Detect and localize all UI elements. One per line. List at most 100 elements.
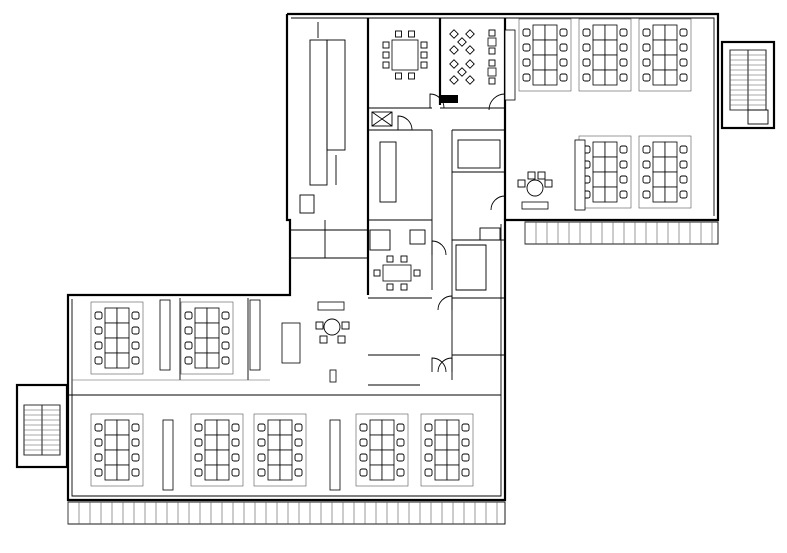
chair	[294, 438, 303, 447]
chair	[642, 73, 651, 82]
cafe-table	[457, 37, 467, 47]
desk	[104, 434, 118, 451]
desk	[369, 434, 383, 451]
desk	[664, 186, 678, 203]
desk	[194, 337, 208, 354]
chair	[131, 468, 140, 477]
doors	[397, 93, 506, 373]
desk	[652, 54, 666, 71]
desk	[532, 69, 546, 86]
lounge-lower	[281, 301, 350, 383]
desk	[194, 352, 208, 369]
desk	[592, 186, 606, 203]
chair	[488, 59, 496, 67]
chair	[382, 61, 390, 69]
desk	[592, 156, 606, 173]
desk	[446, 449, 460, 466]
desk	[664, 171, 678, 188]
desk	[446, 434, 460, 451]
workstation-clusters	[90, 18, 692, 491]
storage-cabinet	[574, 139, 586, 211]
desk	[604, 39, 618, 56]
chair	[424, 438, 433, 447]
desk	[381, 464, 395, 481]
chair	[582, 58, 591, 67]
chair	[231, 438, 240, 447]
desk	[204, 464, 218, 481]
desk	[592, 24, 606, 41]
desk	[206, 352, 220, 369]
desk	[206, 307, 220, 324]
chair	[619, 175, 628, 184]
chair	[396, 423, 405, 432]
chair	[94, 341, 103, 350]
desk	[104, 419, 118, 436]
chair	[408, 30, 415, 38]
workstation-cluster	[90, 301, 144, 375]
chair	[679, 43, 688, 52]
chair	[400, 255, 408, 263]
desk	[279, 464, 293, 481]
cabinet	[574, 139, 586, 211]
desk	[104, 322, 118, 339]
cluster-boundary	[253, 413, 307, 487]
chair	[359, 453, 368, 462]
cabinet	[162, 419, 174, 491]
desk	[544, 54, 558, 71]
desk	[544, 24, 558, 41]
desk	[604, 54, 618, 71]
chair	[619, 145, 628, 154]
chair	[619, 73, 628, 82]
chair	[559, 58, 568, 67]
desk	[104, 352, 118, 369]
door-swing	[490, 195, 506, 211]
chair	[194, 423, 203, 432]
desk	[592, 39, 606, 56]
cluster-boundary	[355, 413, 409, 487]
cafe-table	[457, 67, 467, 77]
desk	[604, 24, 618, 41]
chair	[465, 45, 475, 55]
chair	[465, 59, 475, 69]
desk	[104, 337, 118, 354]
chair	[194, 468, 203, 477]
chair	[194, 438, 203, 447]
meeting-table	[391, 39, 419, 71]
chair	[257, 453, 266, 462]
chair	[396, 438, 405, 447]
chair	[449, 59, 459, 69]
chair	[420, 41, 428, 49]
workstation-cluster	[190, 413, 244, 487]
desk	[446, 464, 460, 481]
desk	[532, 39, 546, 56]
door-swing	[437, 357, 453, 373]
lounge-upper	[517, 171, 553, 210]
chair	[184, 326, 193, 335]
desk	[544, 69, 558, 86]
desk	[381, 434, 395, 451]
chair	[184, 311, 193, 320]
desk	[369, 449, 383, 466]
desk	[604, 141, 618, 158]
chair	[619, 43, 628, 52]
chair	[386, 255, 394, 263]
desk	[206, 322, 220, 339]
chair	[461, 468, 470, 477]
desk	[381, 419, 395, 436]
cluster-boundary	[638, 18, 692, 92]
chair	[359, 423, 368, 432]
chair	[131, 356, 140, 365]
door-swing	[429, 93, 445, 109]
desk	[434, 419, 448, 436]
chair	[221, 326, 230, 335]
chair	[131, 453, 140, 462]
chair	[582, 43, 591, 52]
desk	[104, 307, 118, 324]
chair	[679, 58, 688, 67]
desk	[194, 307, 208, 324]
chair	[408, 72, 415, 80]
desk	[116, 322, 130, 339]
desk	[664, 39, 678, 56]
chair	[642, 190, 651, 199]
